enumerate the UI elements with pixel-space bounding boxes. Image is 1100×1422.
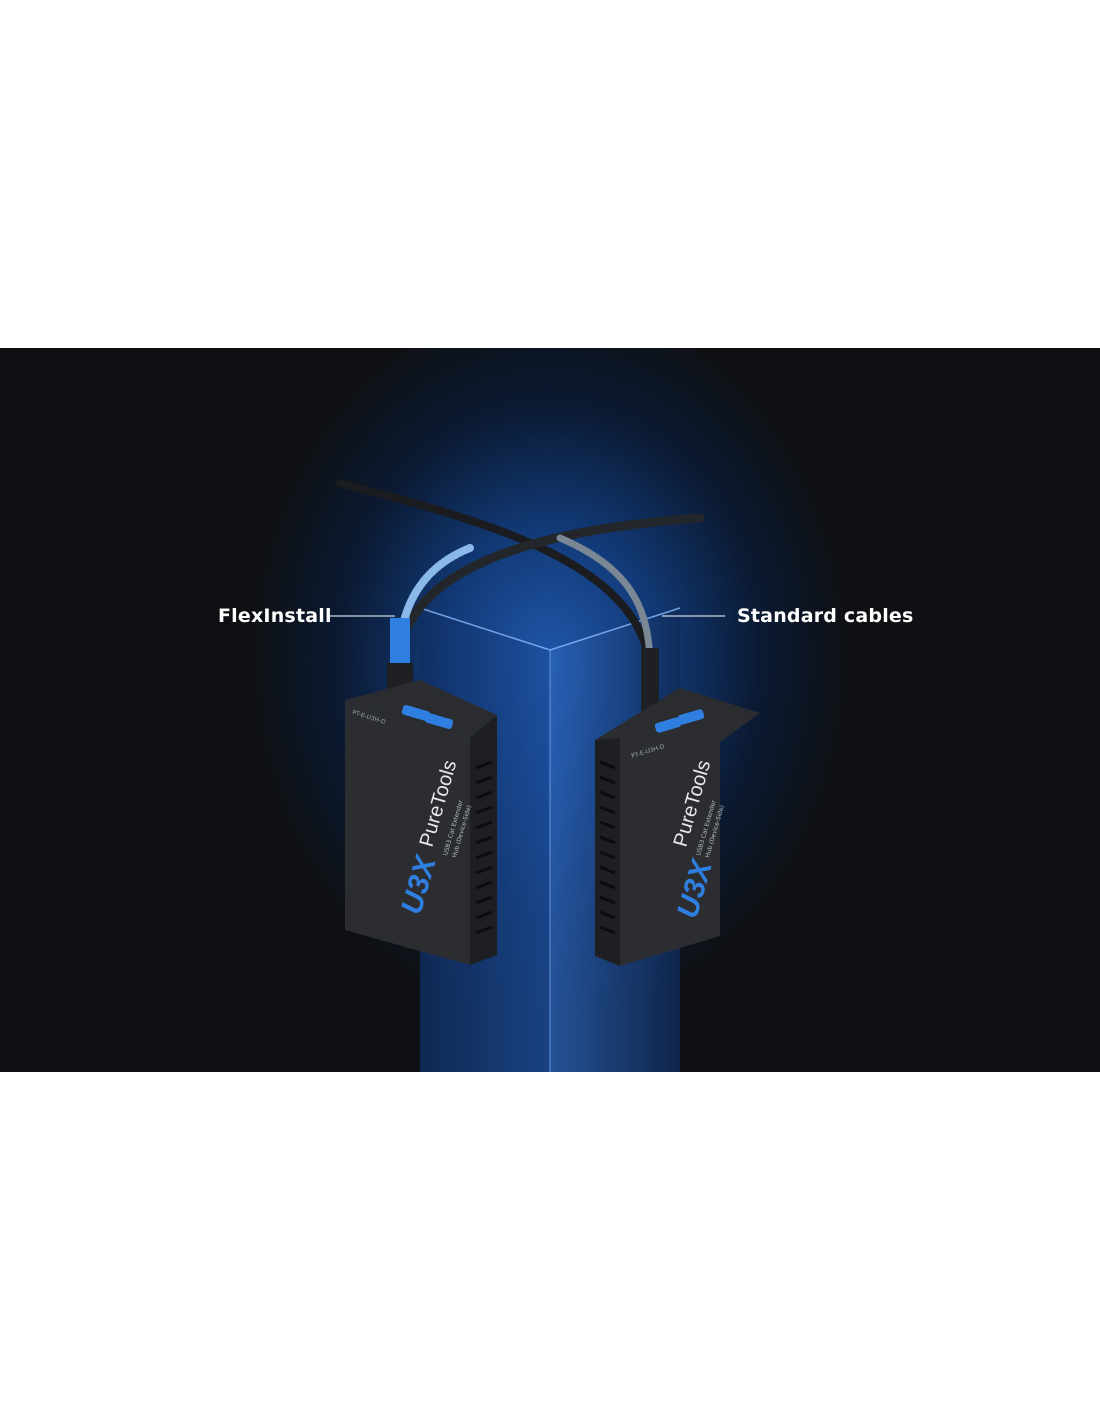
device-left: PureTools U3X USB3 Cat Extender Hub (Dev… (345, 680, 497, 965)
device-right: PureTools U3X USB3 Cat Extender Hub (Dev… (595, 688, 760, 966)
standard-cables-label: Standard cables (737, 605, 914, 627)
product-illustration: PureTools U3X USB3 Cat Extender Hub (Dev… (330, 479, 760, 1072)
flexinstall-label: FlexInstall (218, 605, 332, 627)
flexinstall-connector (390, 618, 410, 668)
product-panel: PureTools U3X USB3 Cat Extender Hub (Dev… (0, 348, 1100, 1072)
